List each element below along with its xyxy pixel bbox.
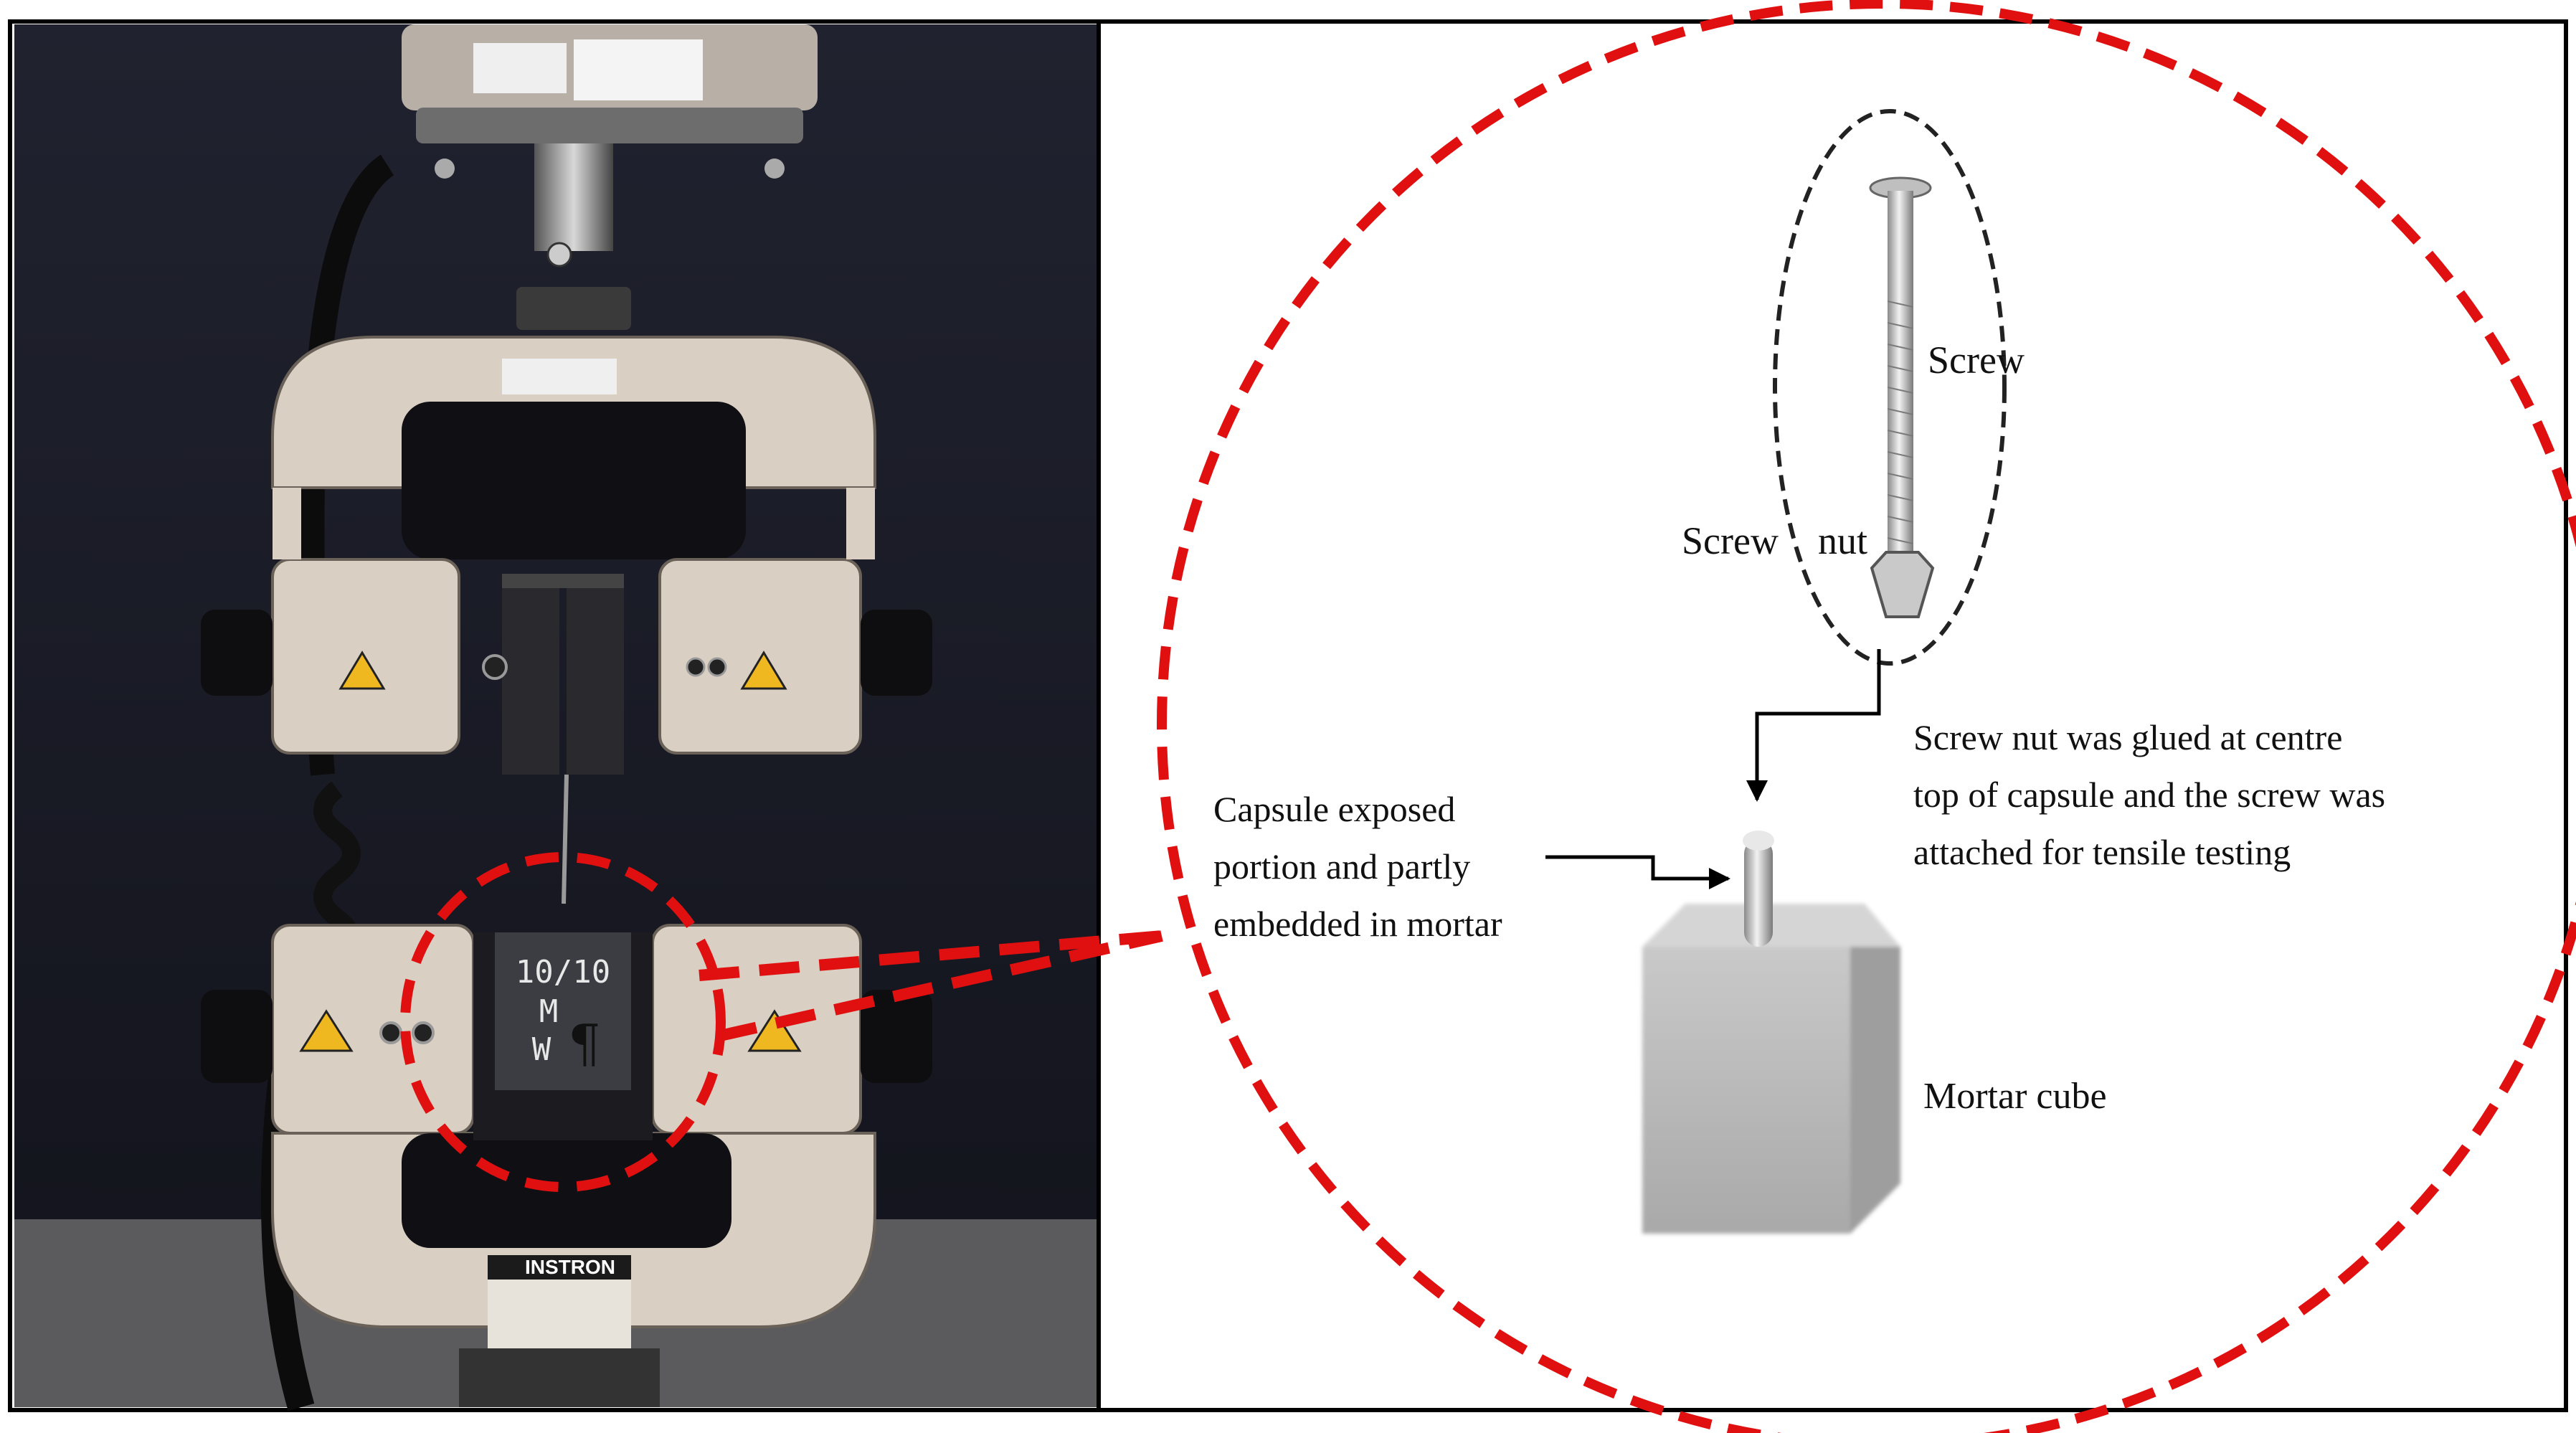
specimen-marking-1: 10/10 [516, 954, 610, 990]
capsule [1743, 831, 1774, 947]
capsule-pointer-arrow [1545, 855, 1730, 889]
screw-nut-label-left: Screw [1682, 519, 1779, 562]
screw-label: Screw [1928, 339, 2025, 382]
glue-note-line-2: top of capsule and the screw was [1913, 775, 2385, 815]
screw-nut [1870, 551, 1935, 618]
instron-logo: INSTRON [525, 1256, 615, 1278]
capsule-note-line-1: Capsule exposed [1213, 789, 1455, 829]
zoom-circle [1157, 0, 2576, 1433]
load-cell [402, 24, 818, 330]
capsule-note-line-3: embedded in mortar [1213, 904, 1502, 944]
screw [1869, 176, 1932, 564]
pilcrow-mark: ¶ [568, 1013, 601, 1074]
specimen-marking-2: M [539, 993, 559, 1030]
photo-panel: 10/10 M W ¶ INSTRON [14, 24, 1097, 1411]
mortar-cube-label: Mortar cube [1923, 1076, 2107, 1117]
specimen-highlight-circle [400, 852, 726, 1192]
screw-outline-ellipse [1773, 109, 2007, 666]
glue-note-line-3: attached for tensile testing [1913, 832, 2291, 872]
upper-grip [201, 336, 932, 775]
glue-note-line-1: Screw nut was glued at centre [1913, 717, 2342, 757]
specimen-marking-3: W [532, 1031, 551, 1068]
nut-to-capsule-arrow [1746, 649, 1881, 802]
mortar-cube [1642, 904, 1900, 1234]
screw-nut-label-right: nut [1818, 519, 1867, 562]
connector-line-top [699, 930, 1162, 981]
connector-line-bottom [716, 930, 1163, 1042]
capsule-note-line-2: portion and partly [1213, 846, 1470, 886]
